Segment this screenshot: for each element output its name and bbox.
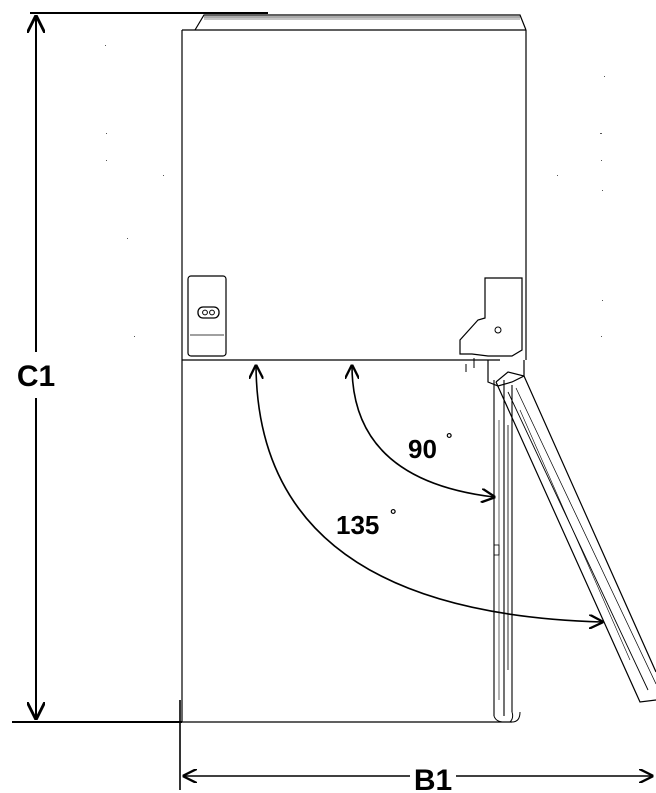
- door-open-90: [493, 380, 514, 723]
- left-hinge-bracket: [187, 275, 227, 357]
- scan-noise-dots: [105, 45, 605, 337]
- width-dimension-label: B1: [414, 764, 452, 793]
- angle-90-unit: °: [446, 431, 452, 448]
- angle-90-value: 90: [408, 434, 437, 464]
- width-dimension-line: [179, 700, 652, 790]
- height-dimension-label: C1: [17, 360, 55, 393]
- top-panel: [30, 12, 527, 31]
- door-open-135: [495, 371, 656, 703]
- angle-arc-135: [256, 366, 602, 622]
- right-hinge-bracket: [459, 277, 525, 387]
- height-dimension-line: [12, 17, 182, 723]
- angle-135-value: 135: [336, 510, 379, 540]
- angle-135-unit: °: [390, 507, 396, 524]
- appliance-body: [181, 29, 527, 723]
- angle-arc-90: [352, 366, 494, 497]
